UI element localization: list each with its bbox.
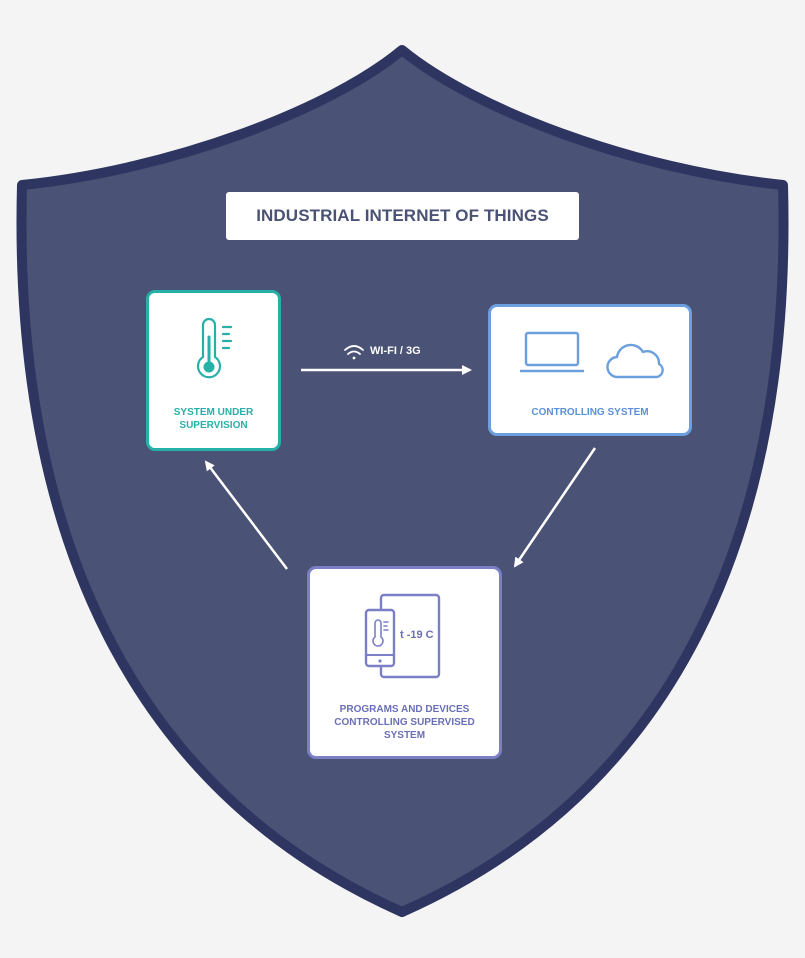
node-label-supervision: SYSTEM UNDER SUPERVISION	[173, 407, 254, 431]
node-label-programs: PROGRAMS AND DEVICES CONTROLLING SUPERVI…	[334, 704, 475, 741]
cloud-icon	[606, 343, 664, 379]
phone-icon	[364, 608, 396, 668]
laptop-icon	[520, 331, 584, 373]
link-label: WI-FI / 3G	[370, 345, 421, 357]
title-box: INDUSTRIAL INTERNET OF THINGS	[226, 192, 579, 240]
node-system-under-supervision: SYSTEM UNDER SUPERVISION	[146, 290, 281, 451]
diagram-title: INDUSTRIAL INTERNET OF THINGS	[256, 206, 549, 225]
wifi-icon	[344, 345, 364, 360]
node-controlling-system: CONTROLLING SYSTEM	[488, 304, 692, 436]
arrow-programs-to-supervision	[204, 460, 288, 570]
shield-shape	[16, 45, 789, 917]
node-label-controlling: CONTROLLING SYSTEM	[531, 407, 649, 418]
node-programs-and-devices: t -19 C PROGRAMS AND DEVICES CONTROLLING…	[307, 566, 502, 759]
arrow-controlling-to-programs	[513, 447, 597, 568]
thermometer-icon	[196, 317, 233, 379]
temperature-readout: t -19 C	[400, 629, 434, 641]
